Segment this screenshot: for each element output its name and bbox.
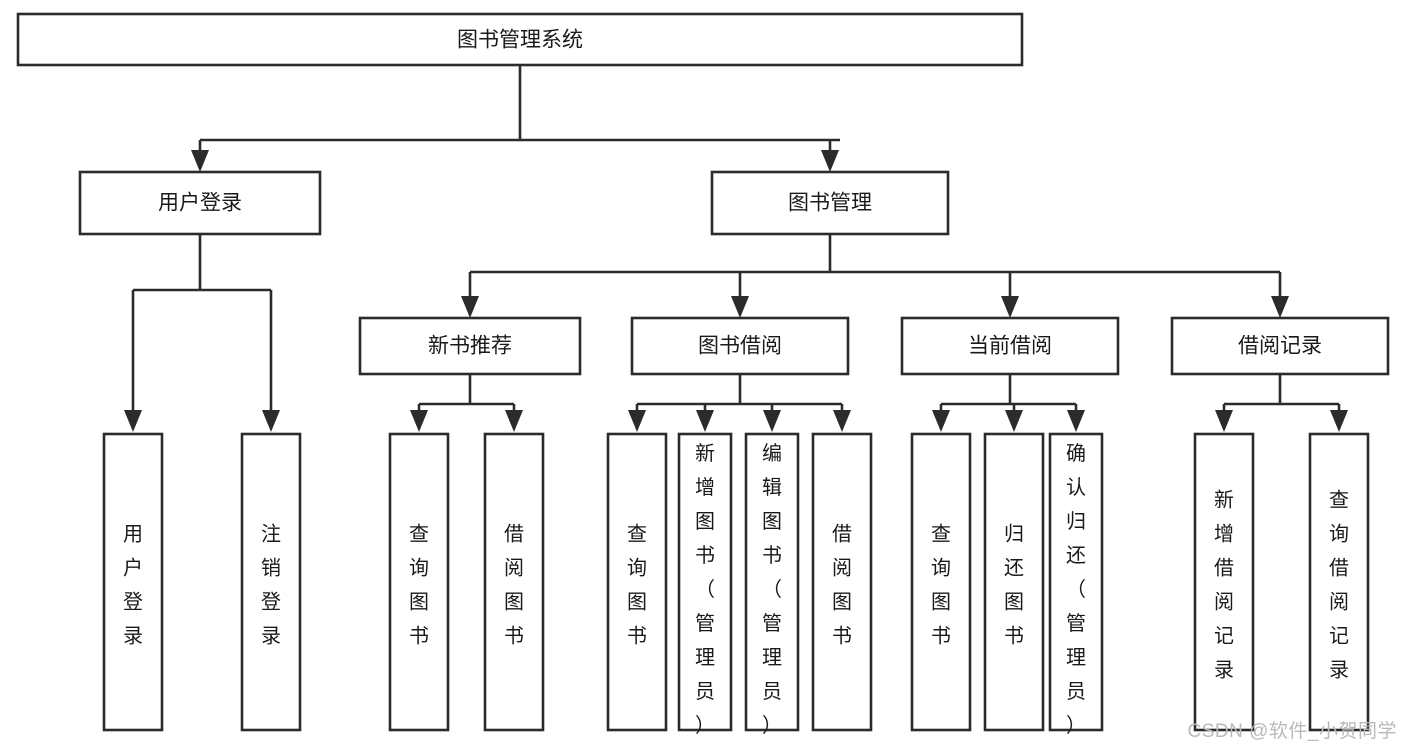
connector-group-current-borrow-children [932, 374, 1085, 432]
node-current-borrow-label: 当前借阅 [968, 335, 1052, 358]
arrow-head-user-login [191, 150, 209, 172]
leaf-node-box-8[interactable] [910, 432, 972, 732]
arrow-head-leaf-add-record [1215, 410, 1233, 432]
leaf-node-box-11[interactable] [1193, 432, 1255, 732]
node-book-borrow-box[interactable] [630, 316, 850, 376]
node-new-book-recommend-label: 新书推荐 [428, 335, 512, 358]
arrow-head-leaf-query-book-1 [410, 410, 428, 432]
leaf-node-2[interactable]: 查询图书 [388, 432, 450, 732]
leaf-node-label-1: 注销登录 [261, 523, 281, 648]
leaf-node-box-1[interactable] [240, 432, 302, 732]
leaf-node-8[interactable]: 查询图书 [910, 432, 972, 732]
leaf-node-label-5: 新增图书（管理员） [695, 442, 715, 737]
connector-group-root-to-level2 [191, 65, 840, 172]
leaf-node-box-10[interactable] [1048, 432, 1104, 732]
arrow-head-new-book-rec [461, 296, 479, 318]
arrow-head-leaf-user-login [124, 410, 142, 432]
arrow-head-leaf-query-book-3 [932, 410, 950, 432]
arrow-head-leaf-query-book-2 [628, 410, 646, 432]
leaf-node-12[interactable]: 查询借阅记录 [1308, 432, 1370, 732]
leaf-node-3[interactable]: 借阅图书 [483, 432, 545, 732]
node-root[interactable]: 图书管理系统 [16, 12, 1024, 67]
connector-group-borrow-record-children [1215, 374, 1348, 432]
arrow-head-leaf-add-book [696, 410, 714, 432]
leaf-node-label-6: 编辑图书（管理员） [762, 442, 782, 737]
node-borrow-record-label: 借阅记录 [1238, 335, 1322, 358]
node-user-login-box[interactable] [78, 170, 322, 236]
node-new-book-recommend-box[interactable] [358, 316, 582, 376]
node-book-manage-box[interactable] [710, 170, 950, 236]
leaf-node-label-8: 查询图书 [931, 523, 951, 648]
leaf-node-box-3[interactable] [483, 432, 545, 732]
arrow-head-leaf-borrow-book-2 [833, 410, 851, 432]
leaf-node-7[interactable]: 借阅图书 [811, 432, 873, 732]
node-current-borrow[interactable]: 当前借阅 [900, 316, 1120, 376]
watermark-text: CSDN @软件_小贺同学 [1187, 721, 1397, 742]
arrow-head-book-borrow [731, 296, 749, 318]
leaf-node-layer: 用户登录 注销登录 查询图书 借阅图书 查询图书 新增图书（管理员） 编辑图书（管理员） 借阅… [102, 432, 1370, 737]
arrow-head-leaf-borrow-book-1 [505, 410, 523, 432]
connector-group-book-manage-children [461, 234, 1289, 318]
leaf-node-10[interactable]: 确认归还（管理员） [1048, 432, 1104, 737]
node-book-borrow[interactable]: 图书借阅 [630, 316, 850, 376]
leaf-node-0[interactable]: 用户登录 [102, 432, 164, 732]
leaf-node-label-12: 查询借阅记录 [1329, 489, 1349, 682]
leaf-node-box-4[interactable] [606, 432, 668, 732]
connector-group-book-borrow-children [628, 374, 851, 432]
node-user-login-label: 用户登录 [158, 192, 242, 215]
leaf-node-box-2[interactable] [388, 432, 450, 732]
leaf-node-label-2: 查询图书 [409, 523, 429, 648]
arrow-head-leaf-edit-book [763, 410, 781, 432]
leaf-node-box-0[interactable] [102, 432, 164, 732]
leaf-node-1[interactable]: 注销登录 [240, 432, 302, 732]
leaf-node-label-0: 用户登录 [123, 524, 143, 648]
leaf-node-label-11: 新增借阅记录 [1214, 489, 1234, 682]
leaf-node-9[interactable]: 归还图书 [983, 432, 1045, 732]
node-new-book-recommend[interactable]: 新书推荐 [358, 316, 582, 376]
leaf-node-6[interactable]: 编辑图书（管理员） [744, 432, 800, 737]
leaf-node-box-7[interactable] [811, 432, 873, 732]
arrow-head-leaf-return-book [1005, 410, 1023, 432]
leaf-node-box-5[interactable] [677, 432, 733, 732]
node-book-borrow-label: 图书借阅 [698, 335, 782, 358]
node-current-borrow-box[interactable] [900, 316, 1120, 376]
leaf-node-label-9: 归还图书 [1004, 523, 1024, 648]
connector-group-user-login-children [124, 234, 280, 432]
leaf-node-box-12[interactable] [1308, 432, 1370, 732]
arrow-head-current-borrow [1001, 296, 1019, 318]
leaf-node-5[interactable]: 新增图书（管理员） [677, 432, 733, 737]
arrow-head-leaf-logout [262, 410, 280, 432]
node-root-box[interactable] [16, 12, 1024, 67]
leaf-node-label-3: 借阅图书 [504, 523, 524, 648]
node-book-manage[interactable]: 图书管理 [710, 170, 950, 236]
leaf-node-label-7: 借阅图书 [832, 523, 852, 648]
leaf-node-label-10: 确认归还（管理员） [1066, 442, 1086, 737]
node-root-label: 图书管理系统 [457, 29, 583, 52]
arrow-head-leaf-confirm-return [1067, 410, 1085, 432]
leaf-node-4[interactable]: 查询图书 [606, 432, 668, 732]
leaf-node-box-9[interactable] [983, 432, 1045, 732]
connector-group-new-book-rec-children [410, 374, 523, 432]
arrow-head-book-manage [821, 150, 839, 172]
leaf-node-box-6[interactable] [744, 432, 800, 732]
node-user-login[interactable]: 用户登录 [78, 170, 322, 236]
node-book-manage-label: 图书管理 [788, 192, 872, 215]
leaf-node-11[interactable]: 新增借阅记录 [1193, 432, 1255, 732]
node-borrow-record-box[interactable] [1170, 316, 1390, 376]
leaf-node-label-4: 查询图书 [627, 523, 647, 648]
arrow-head-leaf-query-record [1330, 410, 1348, 432]
node-borrow-record[interactable]: 借阅记录 [1170, 316, 1390, 376]
arrow-head-borrow-record [1271, 296, 1289, 318]
